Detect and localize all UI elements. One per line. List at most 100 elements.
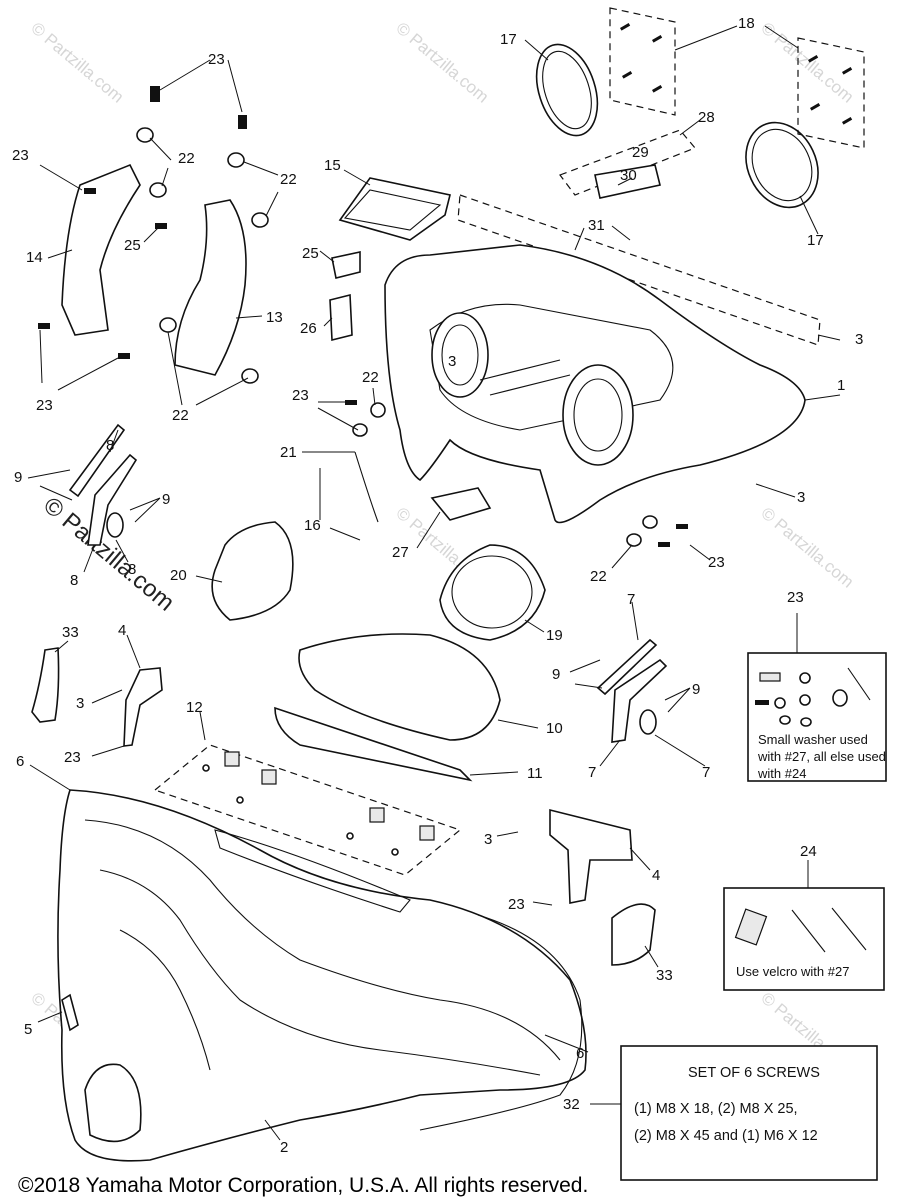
- callout-26: 26: [300, 320, 317, 337]
- callout-5: 5: [24, 1021, 32, 1038]
- clip-5: [61, 993, 79, 1032]
- callout-8: 8: [128, 561, 136, 578]
- callout-23: 23: [508, 896, 525, 913]
- callout-1: 1: [837, 377, 845, 394]
- callout-17: 17: [500, 31, 517, 48]
- callout-10: 10: [546, 720, 563, 737]
- hardware-12: [153, 744, 462, 876]
- bracket-26: [329, 293, 353, 342]
- kit-24-note: Use velcro with #27: [736, 964, 849, 979]
- watermark: © Partzilla.com: [392, 19, 492, 107]
- bracket-8: [68, 423, 138, 546]
- callout-23: 23: [292, 387, 309, 404]
- grommets-and-bolts: [38, 86, 688, 547]
- callout-6: 6: [576, 1045, 584, 1062]
- callout-22: 22: [362, 369, 379, 386]
- outer-fairing: [57, 789, 587, 1162]
- callout-22: 22: [280, 171, 297, 188]
- bracket-25: [331, 251, 361, 279]
- callout-8: 8: [106, 437, 114, 454]
- trim-11: [274, 706, 473, 782]
- callout-21: 21: [280, 444, 297, 461]
- screw-set-line2: (2) M8 X 45 and (1) M6 X 12: [634, 1128, 818, 1144]
- screw-set-box: SET OF 6 SCREWS (1) M8 X 18, (2) M8 X 25…: [620, 1045, 878, 1181]
- callout-25: 25: [302, 245, 319, 262]
- bracket-13: [174, 199, 247, 376]
- callout-4: 4: [652, 867, 660, 884]
- callout-22: 22: [172, 407, 189, 424]
- watermark: © Partzilla.com: [757, 19, 857, 107]
- callout-7: 7: [702, 764, 710, 781]
- callout-22: 22: [590, 568, 607, 585]
- callout-3: 3: [797, 489, 805, 506]
- callout-3: 3: [448, 353, 456, 370]
- callout-27: 27: [392, 544, 409, 561]
- callout-32: 32: [563, 1096, 580, 1113]
- bracket-33-left: [31, 647, 60, 723]
- bracket-4-left: [123, 667, 163, 747]
- speaker-pod-20: [211, 521, 294, 621]
- callout-15: 15: [324, 157, 341, 174]
- callout-25: 25: [124, 237, 141, 254]
- bracket-group: [559, 129, 696, 199]
- callout-4: 4: [118, 622, 126, 639]
- kit-23-note-line3: with #24: [757, 766, 806, 781]
- screw-set-line1: (1) M8 X 18, (2) M8 X 25,: [634, 1101, 798, 1117]
- callout-23: 23: [36, 397, 53, 414]
- plate-27: [430, 487, 492, 521]
- callout-14: 14: [26, 249, 43, 266]
- callout-28: 28: [698, 109, 715, 126]
- callout-3: 3: [484, 831, 492, 848]
- hardware-strip: [457, 194, 821, 346]
- callout-23: 23: [208, 51, 225, 68]
- kit-23-note-line2: with #27, all else used: [757, 749, 886, 764]
- callout-33: 33: [656, 967, 673, 984]
- callout-numbers: 17 18 17 28 29 30 31 3 3 1 3 23 22 23 22…: [12, 15, 863, 1156]
- screw-set-title: SET OF 6 SCREWS: [688, 1065, 820, 1081]
- wire-21: [354, 451, 379, 523]
- callout-3: 3: [76, 695, 84, 712]
- callout-12: 12: [186, 699, 203, 716]
- speaker-ring-left: [535, 43, 599, 137]
- callout-22: 22: [178, 150, 195, 167]
- callout-3: 3: [855, 331, 863, 348]
- speaker-ring-right: [745, 121, 819, 209]
- callout-2: 2: [280, 1139, 288, 1156]
- screw-set-right: [797, 37, 865, 149]
- callout-13: 13: [266, 309, 283, 326]
- callout-19: 19: [546, 627, 563, 644]
- watermark-bold: © Partzilla.com: [38, 492, 179, 617]
- inner-fairing: [384, 244, 806, 524]
- cover-panel: [338, 177, 451, 241]
- kit-23-box: Small washer used with #27, all else use…: [747, 652, 887, 782]
- bracket-33-right: [611, 903, 656, 966]
- bracket-7: [596, 638, 668, 743]
- screw-set-left: [609, 7, 676, 116]
- bracket-4-right: [549, 808, 633, 904]
- copyright-notice: ©2018 Yamaha Motor Corporation, U.S.A. A…: [18, 1174, 588, 1197]
- kit-24-box: Use velcro with #27: [723, 887, 885, 991]
- callout-33: 33: [62, 624, 79, 641]
- callout-9: 9: [692, 681, 700, 698]
- callout-29: 29: [632, 144, 649, 161]
- callout-31: 31: [588, 217, 605, 234]
- callout-18: 18: [738, 15, 755, 32]
- watermark: © Partzilla.com: [27, 19, 127, 107]
- speaker-pod-19: [439, 544, 546, 641]
- callout-30: 30: [620, 167, 637, 184]
- leader-lines: [27, 25, 841, 1141]
- callout-7: 7: [627, 591, 635, 608]
- callout-6: 6: [16, 753, 24, 770]
- callout-20: 20: [170, 567, 187, 584]
- callout-23: 23: [12, 147, 29, 164]
- watermark: © Partzilla.com: [757, 504, 857, 592]
- callout-9: 9: [14, 469, 22, 486]
- callout-23: 23: [708, 554, 725, 571]
- windshield-10: [298, 633, 501, 741]
- callout-23: 23: [64, 749, 81, 766]
- callout-8: 8: [70, 572, 78, 589]
- callout-17: 17: [807, 232, 824, 249]
- callout-11: 11: [527, 765, 543, 782]
- bracket-14: [61, 163, 141, 336]
